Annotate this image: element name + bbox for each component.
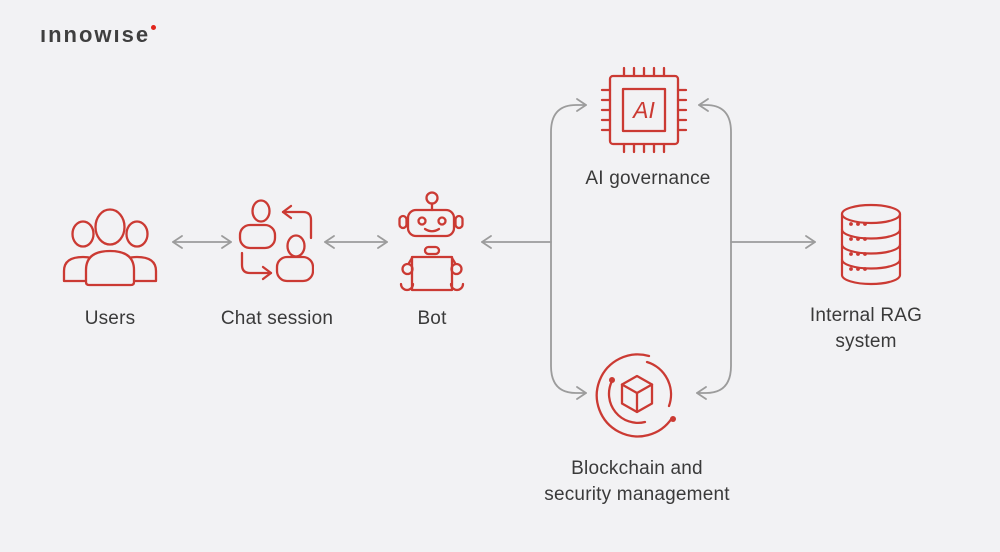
bot-label: Bot	[417, 308, 447, 329]
connector-left-bracket	[550, 98, 587, 400]
ai-governance-label: AI governance	[585, 168, 711, 189]
users-icon	[62, 208, 158, 287]
blockchain-label-line1: Blockchain and	[571, 458, 703, 479]
connector-hub-to-rag	[730, 235, 816, 249]
internal-rag-label-line1: Internal RAG	[809, 305, 923, 326]
internal-rag-label: Internal RAG system	[786, 303, 946, 355]
blockchain-label-line2: security management	[544, 484, 730, 505]
connector-right-bracket	[696, 98, 732, 400]
innowise-logo-text: ınnowıse	[40, 22, 151, 47]
connector-chat-bot	[324, 235, 388, 249]
innowise-logo: ınnowıse	[40, 22, 157, 47]
blockchain-label: Blockchain and security management	[517, 456, 757, 508]
database-icon	[840, 203, 902, 286]
blockchain-icon	[595, 353, 676, 438]
bot-icon	[398, 191, 465, 292]
chat-session-icon	[238, 199, 314, 283]
users-label: Users	[84, 308, 136, 329]
connector-hub-to-bot	[481, 235, 552, 249]
connector-users-chat	[172, 235, 232, 249]
ai-chip-icon: AI	[600, 66, 688, 154]
chat-session-label: Chat session	[220, 308, 334, 329]
logo-dot-icon	[151, 25, 157, 30]
ai-chip-text: AI	[631, 97, 655, 123]
internal-rag-label-line2: system	[835, 331, 897, 352]
